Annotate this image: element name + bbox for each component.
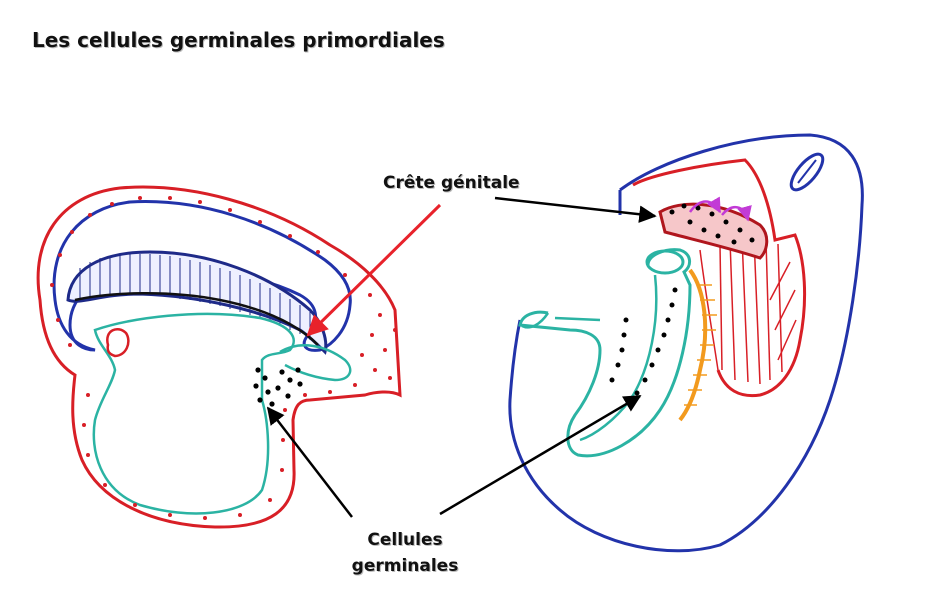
left-mesoderm-dots	[50, 196, 397, 520]
right-allantois	[521, 312, 601, 329]
left-germ-cells	[253, 367, 303, 407]
left-ectoderm-outline	[36, 185, 402, 529]
left-allantois	[279, 344, 352, 382]
right-mesonephros	[678, 268, 708, 422]
left-embryo	[36, 185, 402, 529]
right-migration-arrow-2	[721, 205, 752, 222]
right-gut-tube	[518, 248, 692, 458]
left-small-loop	[106, 328, 130, 358]
pointer-red-arrow	[306, 203, 442, 337]
right-gut-opening	[645, 249, 685, 275]
right-gut-inner	[579, 274, 658, 442]
label-cellules-line2: germinales	[351, 556, 459, 576]
page-title: Les cellules germinales primordiales	[32, 28, 445, 52]
right-ectoderm	[632, 158, 807, 398]
right-embryo	[508, 133, 864, 553]
right-neural-groove	[789, 152, 825, 192]
label-cellules-germinales: Cellules germinales	[340, 527, 470, 579]
pointer-cellules-left-arrow	[266, 406, 353, 518]
label-cellules-line1: Cellules	[367, 530, 443, 550]
right-mesonephros-ticks	[684, 284, 717, 406]
right-migration-arrow-1	[688, 196, 722, 214]
left-disc-hatching	[79, 254, 311, 340]
right-body-outline	[508, 133, 864, 553]
left-yolk-sac	[92, 312, 295, 515]
pointer-cellules-right-arrow	[439, 394, 642, 516]
right-somites	[699, 237, 797, 385]
left-black-line	[74, 291, 319, 346]
pointer-crete-arrow	[494, 196, 657, 223]
right-germ-cells	[609, 203, 755, 396]
label-crete-genitale: Crête génitale	[383, 173, 520, 193]
